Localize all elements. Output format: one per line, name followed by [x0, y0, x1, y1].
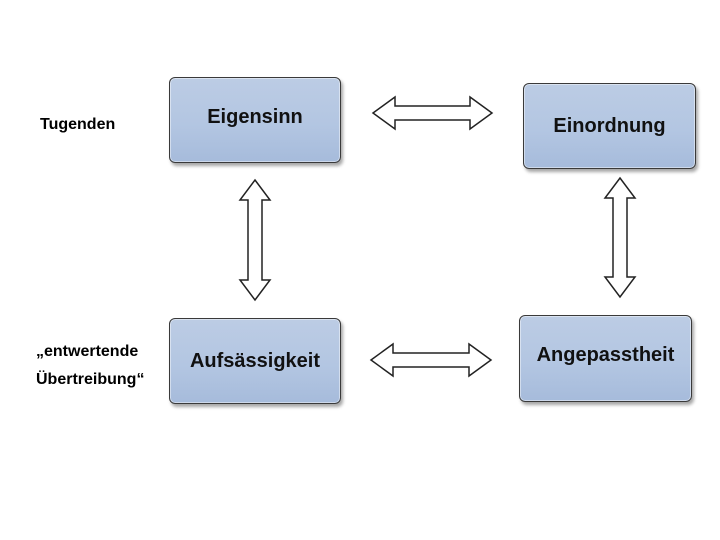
box-angepasstheit: Angepasstheit: [519, 315, 692, 402]
double-arrow-bottom-horizontal: [369, 342, 493, 378]
box-einordnung: Einordnung: [523, 83, 696, 169]
box-eigensinn: Eigensinn: [169, 77, 341, 163]
double-arrow-left-vertical: [238, 178, 272, 302]
exaggeration-label-line2: Übertreibung“: [36, 371, 145, 388]
double-arrow-right-vertical: [603, 176, 637, 299]
exaggeration-label-line1: „entwertende: [36, 343, 139, 360]
double-arrow-top-horizontal: [371, 95, 494, 131]
box-aufsaessigkeit: Aufsässigkeit: [169, 318, 341, 404]
virtues-label: Tugenden: [40, 116, 116, 133]
